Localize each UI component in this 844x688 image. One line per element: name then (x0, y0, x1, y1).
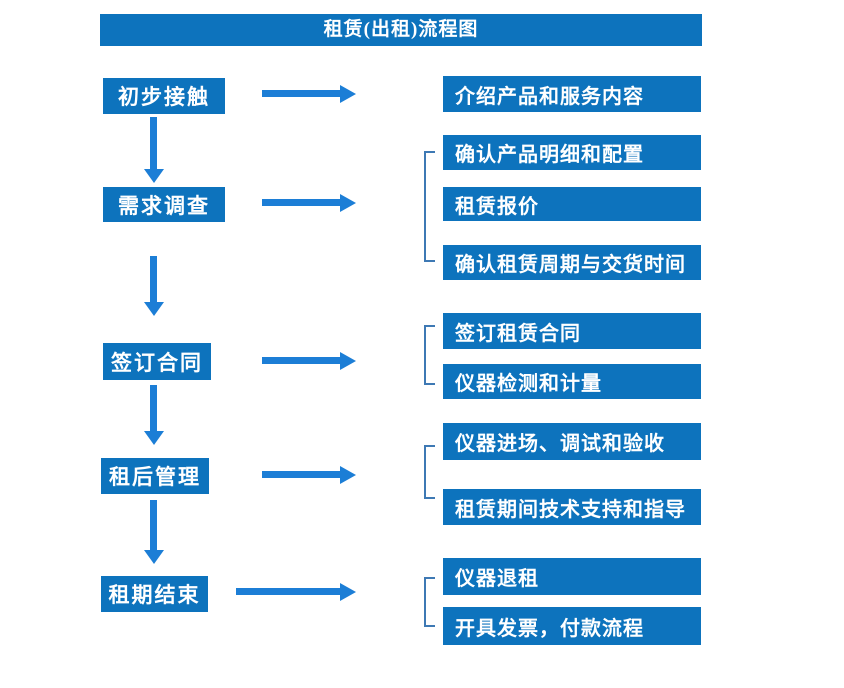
right-arrow-stem (262, 357, 342, 364)
detail-box-sign-rental-contract: 签订租赁合同 (443, 313, 701, 349)
detail-box-rental-quote: 租赁报价 (443, 187, 701, 221)
right-arrow-1 (262, 85, 356, 103)
down-arrow-head-icon (144, 431, 164, 445)
group-bracket-sign-contract (424, 325, 435, 385)
stage-box-lease-end: 租期结束 (101, 576, 208, 612)
right-arrow-3 (262, 352, 356, 370)
right-arrow-4 (262, 466, 356, 484)
down-arrow-1 (144, 117, 164, 183)
down-arrow-3 (144, 385, 164, 445)
right-arrow-2 (262, 194, 356, 212)
right-arrow-stem (262, 90, 342, 97)
down-arrow-stem (150, 500, 157, 551)
down-arrow-stem (150, 117, 157, 170)
detail-box-confirm-product-specs: 确认产品明细和配置 (443, 135, 701, 170)
stage-box-initial-contact: 初步接触 (103, 78, 225, 114)
down-arrow-head-icon (144, 302, 164, 316)
down-arrow-4 (144, 500, 164, 564)
right-arrow-head-icon (340, 466, 356, 484)
right-arrow-head-icon (340, 583, 356, 601)
detail-box-tech-support-guidance: 租赁期间技术支持和指导 (443, 489, 701, 525)
down-arrow-stem (150, 256, 157, 303)
right-arrow-stem (262, 199, 342, 206)
stage-box-demand-survey: 需求调查 (103, 187, 225, 222)
detail-box-confirm-period-delivery: 确认租赁周期与交货时间 (443, 245, 701, 280)
down-arrow-head-icon (144, 550, 164, 564)
right-arrow-head-icon (340, 194, 356, 212)
detail-box-intro-products-services: 介绍产品和服务内容 (443, 76, 701, 112)
group-bracket-post-rental (424, 445, 435, 499)
group-bracket-lease-end (424, 577, 435, 627)
detail-box-instrument-return: 仪器退租 (443, 558, 701, 595)
stage-box-sign-contract: 签订合同 (103, 343, 211, 380)
detail-box-instrument-setup-acceptance: 仪器进场、调试和验收 (443, 423, 701, 460)
right-arrow-stem (236, 588, 342, 595)
down-arrow-stem (150, 385, 157, 432)
down-arrow-2 (144, 256, 164, 316)
down-arrow-head-icon (144, 169, 164, 183)
right-arrow-stem (262, 471, 342, 478)
flowchart-title: 租赁(出租)流程图 (100, 14, 702, 46)
right-arrow-head-icon (340, 85, 356, 103)
stage-box-post-rental-management: 租后管理 (101, 458, 209, 494)
detail-box-invoice-payment: 开具发票，付款流程 (443, 607, 701, 645)
right-arrow-5 (236, 583, 356, 601)
right-arrow-head-icon (340, 352, 356, 370)
group-bracket-demand-survey (424, 151, 435, 262)
detail-box-instrument-inspection: 仪器检测和计量 (443, 364, 701, 399)
